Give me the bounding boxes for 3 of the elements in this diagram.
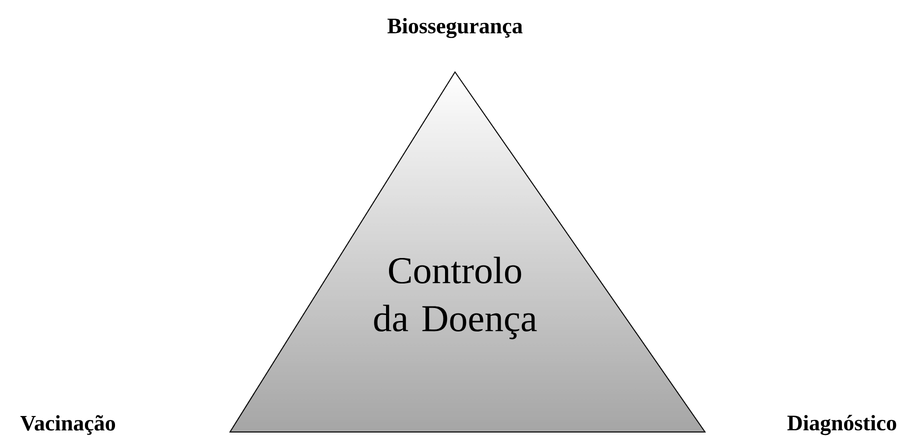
vertex-label: Biossegurança [388, 18, 522, 38]
vertex-label: Vacinação [20, 415, 116, 435]
vertex-label: Diagnóstico [787, 414, 896, 436]
